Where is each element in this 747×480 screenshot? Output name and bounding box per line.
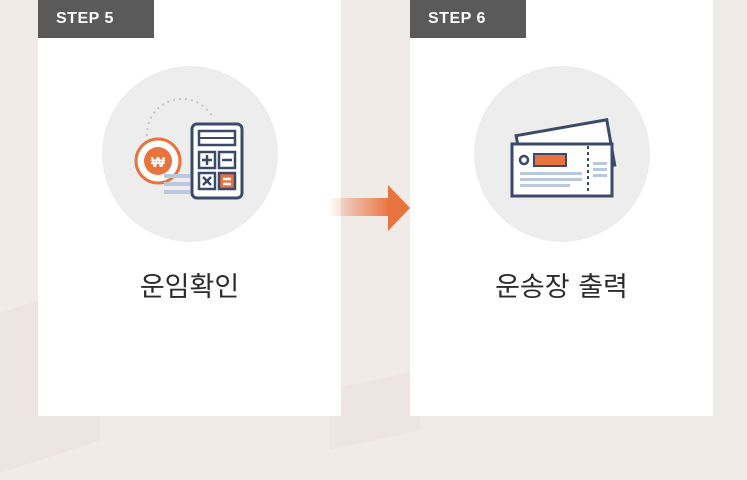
step-title: 운송장 출력 [495,272,628,303]
step-tag: STEP 6 [410,0,526,38]
icon-circle [474,66,650,242]
arrow-right-icon [328,185,410,231]
fare-calculator-icon: ₩ [134,97,244,200]
icon-circle: ₩ [102,66,278,242]
waybill-ticket-icon [510,117,617,198]
svg-text:₩: ₩ [151,154,166,171]
step-tag: STEP 5 [38,0,154,38]
step-card-6: STEP 6 운송장 출력 [410,0,713,416]
step-card-5: STEP 5 ₩ [38,0,341,416]
background-road-shape [330,370,420,450]
step-title: 운임확인 [139,272,240,303]
